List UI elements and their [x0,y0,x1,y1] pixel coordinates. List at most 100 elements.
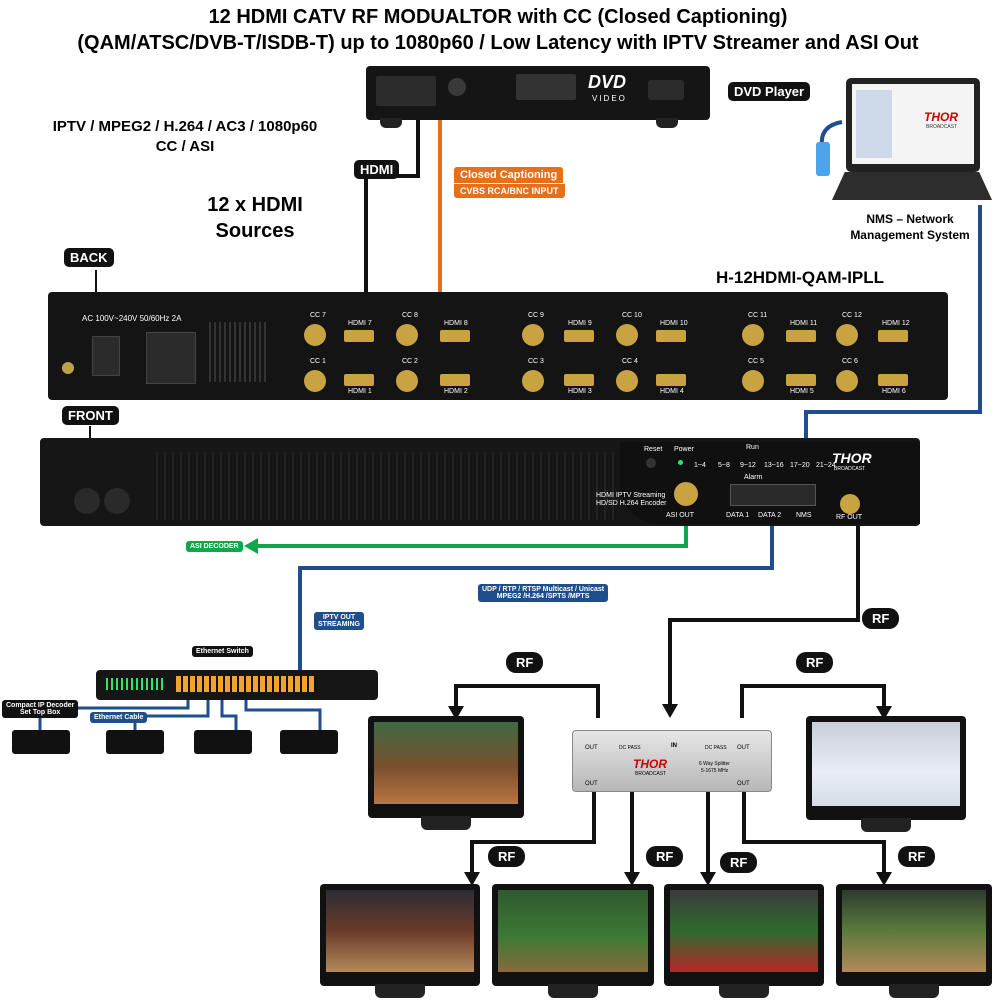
laptop-keyboard [832,172,992,200]
bnc-connector [522,324,544,346]
splitter-out: OUT [737,781,750,787]
encoder-label-1: HDMI IPTV Streaming [596,492,666,499]
stb-tag-line-1: Compact IP Decoder [6,702,75,709]
tv-stand [421,816,471,830]
bnc-connector [396,370,418,392]
tv-4-screen [498,890,648,972]
alarm-label: Alarm [744,474,763,481]
laptop-screen: THOR BROADCAST [852,84,974,164]
port-cc-9: CC 9 [528,312,544,319]
ethernet-plug [816,142,830,176]
bnc-connector [522,370,544,392]
port-cc-1: CC 1 [310,358,326,365]
data1-label: DATA 1 [726,512,750,519]
udp-tag: UDP / RTP / RTSP Multicast / Unicast MPE… [478,584,609,602]
title-line-1: 12 HDMI CATV RF MODUALTOR with CC (Close… [208,6,788,28]
features-line-1: IPTV / MPEG2 / H.264 / AC3 / 1080p60 [52,118,318,135]
hdmi-connector [878,374,908,386]
port-cc-12: CC 12 [842,312,862,319]
tv-6-screen [842,890,986,972]
sources-line-1: 12 x HDMI [207,194,303,216]
port-cc-2: CC 2 [402,358,418,365]
tv-5 [664,884,824,998]
cc-input-tag: CVBS RCA/BNC INPUT [454,184,565,198]
nms-port-label: NMS [796,512,812,519]
hdmi-connector [656,374,686,386]
bnc-connector [304,370,326,392]
rf-tag-out: RF [862,608,900,629]
ethernet-ports [730,484,816,506]
splitter-out: OUT [585,781,598,787]
hdmi-connector [656,330,686,342]
rf-cable-tv-3 [470,792,596,878]
switch-leds [106,678,166,690]
tv-stand [548,984,598,998]
bnc-connector [836,370,858,392]
iptv-out-line-2: STREAMING [318,621,360,628]
hdmi-connector [786,374,816,386]
splitter-in: IN [671,743,677,749]
dvd-power-socket [648,80,684,100]
laptop-sidebar [856,90,892,158]
power-led [678,460,683,465]
asi-cable-arrow [244,538,258,554]
splitter-desc-2: 5-1675 MHz [701,768,729,774]
tv-stand [861,818,911,832]
port-hdmi-12: HDMI 12 [882,320,910,327]
tv-5-screen [670,890,818,972]
bnc-connector [304,324,326,346]
laptop-brand-sub: BROADCAST [926,124,958,130]
ethernet-switch [96,670,378,700]
udp-tag-line-2: MPEG2 /H.264 /SPTS /MPTS [496,593,590,600]
tv-stand [375,984,425,998]
front-brand: THOR [832,450,872,466]
bnc-connector [616,324,638,346]
splitter-out: OUT [585,745,598,751]
port-hdmi-2: HDMI 2 [444,388,468,395]
front-knob [104,488,130,514]
rf-tag-left: RF [506,652,544,673]
hdmi-cable [364,118,420,300]
front-brand-sub: BROADCAST [834,466,866,472]
channel-label-1: 1~4 [694,462,706,469]
port-cc-5: CC 5 [748,358,764,365]
splitter-desc-1: 6 Way Splitter [699,761,730,767]
dvd-foot [380,118,402,128]
rf-splitter: IN OUT OUT DC PASS DC PASS OUT OUT THOR … [572,730,772,792]
port-cc-8: CC 8 [402,312,418,319]
splitter-brand: THOR [633,757,667,771]
udp-tag-line-1: UDP / RTP / RTSP Multicast / Unicast [482,586,605,593]
hdmi-connector [786,330,816,342]
tv-stand [889,984,939,998]
hdmi-connector [344,374,374,386]
power-label: AC 100V~240V 50/60Hz 2A [82,314,182,323]
port-hdmi-6: HDMI 6 [882,388,906,395]
channel-label-4: 13~16 [764,462,784,469]
hdmi-connector [564,330,594,342]
port-cc-4: CC 4 [622,358,638,365]
dvd-logo-sub: VIDEO [592,94,627,103]
port-hdmi-8: HDMI 8 [444,320,468,327]
front-panel: Reset Power Run 1~4 5~8 9~12 13~16 17~20… [40,438,920,526]
dvd-player-tag: DVD Player [728,82,811,101]
channel-label-2: 5~8 [718,462,730,469]
stb-cable-4 [244,690,322,732]
tv-stand [719,984,769,998]
rf-cable-tv-6 [742,792,886,878]
bnc-connector [742,324,764,346]
port-hdmi-7: HDMI 7 [348,320,372,327]
front-knob [74,488,100,514]
closed-captioning-tag: Closed Captioning [454,167,564,183]
port-hdmi-1: HDMI 1 [348,388,372,395]
reset-button[interactable] [646,458,656,468]
tv-3 [320,884,480,998]
iptv-cable [298,506,774,682]
port-hdmi-9: HDMI 9 [568,320,592,327]
set-top-box-1 [12,730,70,754]
bnc-connector [616,370,638,392]
tv-2 [806,716,966,832]
power-inlet [146,332,196,384]
rf-out-arrow [662,704,678,718]
port-hdmi-10: HDMI 10 [660,320,688,327]
stb-cable-3 [220,690,238,732]
